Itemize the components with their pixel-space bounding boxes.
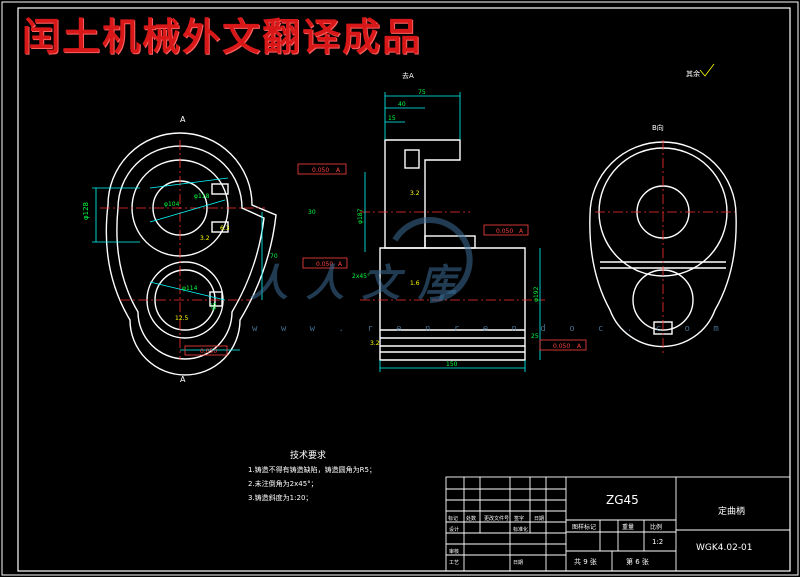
- middle-rough-1: 3.2: [410, 190, 420, 197]
- middle-title: 去A: [402, 71, 414, 80]
- title-std: 标准化: [513, 526, 528, 533]
- svg-text:0.050: 0.050: [553, 343, 570, 350]
- svg-text:A: A: [338, 261, 343, 268]
- left-dim-phi128: φ128: [82, 202, 90, 220]
- left-section-a-top: A: [180, 115, 186, 124]
- svg-text:A: A: [577, 343, 582, 350]
- roughness-note: 其余: [686, 69, 700, 78]
- left-dim-phi118: φ118: [194, 193, 210, 200]
- roughness-note-symbol: [699, 63, 715, 77]
- left-section-a-bottom: A: [180, 375, 186, 384]
- left-rough-2: 6.3: [220, 225, 230, 232]
- watermark-url: w w w . r e n r e n d o c . c o m: [252, 324, 728, 334]
- title-craft: 工艺: [449, 560, 459, 566]
- title-sheet-no: 第 6 张: [626, 557, 649, 566]
- svg-text:A: A: [519, 228, 524, 235]
- svg-text:0.050: 0.050: [312, 167, 329, 174]
- site-banner: 闰土机械外文翻译成品: [22, 15, 423, 59]
- rev-col-1: 标记: [448, 515, 458, 522]
- middle-top-body: [384, 139, 461, 249]
- title-date: 日期: [513, 560, 523, 566]
- left-rough-3: 12.5: [175, 315, 189, 322]
- right-view-title: B向: [652, 123, 664, 132]
- tech-req-title: 技术要求: [290, 449, 326, 461]
- middle-dim-15: 15: [388, 115, 396, 122]
- middle-dim-150: 150: [446, 361, 458, 368]
- middle-rough-2: 1.6: [410, 280, 420, 287]
- left-dim-phi104: φ104: [164, 201, 180, 208]
- middle-tol-frame-1: 0.050 A: [297, 163, 347, 175]
- left-rough-1: 3.2: [200, 235, 210, 242]
- tech-req-item-2: 2.未注倒角为2x45°；: [248, 479, 318, 488]
- middle-tol-frame-4: 0.050 A: [539, 339, 587, 351]
- title-sheet-total: 共 9 张: [574, 557, 597, 566]
- right-body-outline: [589, 141, 737, 348]
- title-scale-value: 1:2: [652, 538, 663, 546]
- rev-col-5: 日期: [534, 516, 544, 522]
- watermark-logo: [392, 217, 473, 303]
- title-scale-label: 比例: [650, 523, 662, 531]
- middle-dim-phi187: φ187: [357, 208, 364, 224]
- inner-frame: [17, 7, 791, 572]
- middle-dim-75: 75: [418, 89, 426, 96]
- rev-col-4: 签字: [514, 515, 524, 522]
- left-body-inner: [116, 145, 265, 360]
- title-material: ZG45: [606, 493, 639, 507]
- rev-col-3: 更改文件号: [484, 515, 509, 522]
- title-drawing-no: WGK4.02-01: [696, 543, 753, 553]
- left-dim-65: 65: [211, 302, 218, 310]
- middle-tol-frame-3: 0.050 A: [483, 224, 529, 236]
- left-view-dims: [92, 177, 263, 351]
- title-weight-label: 重量: [622, 523, 634, 531]
- left-key-slot-2: [211, 221, 229, 233]
- left-key-slot: [211, 183, 229, 195]
- title-block: [445, 476, 791, 572]
- left-view-centerlines: [100, 140, 265, 360]
- middle-dim-phi192: φ192: [533, 286, 540, 302]
- middle-dim-25: 25: [531, 333, 539, 340]
- middle-dim-chamfer: 2x45°: [352, 273, 370, 280]
- title-check: 审核: [449, 548, 459, 555]
- middle-key: [404, 149, 420, 169]
- left-tol-frame: 0.050: [184, 345, 228, 356]
- rev-col-2: 处数: [466, 515, 476, 522]
- middle-rough-3: 3.2: [370, 340, 380, 347]
- svg-text:A: A: [336, 167, 341, 174]
- middle-tol-frame-2: 0.050 A: [302, 257, 348, 269]
- middle-dim-40: 40: [398, 101, 406, 108]
- tech-req-item-3: 3.铸造斜度为1:20；: [248, 493, 312, 502]
- middle-step: [424, 235, 476, 249]
- right-view-centerlines: [595, 140, 735, 355]
- left-body-outline: [105, 132, 277, 376]
- middle-dim-30: 30: [308, 209, 316, 216]
- left-tol-value: 0.050: [200, 348, 217, 355]
- svg-text:0.050: 0.050: [496, 228, 513, 235]
- title-part-name: 定曲柄: [718, 505, 745, 517]
- watermark-text: 人人文库: [250, 261, 475, 305]
- left-dim-phi114: φ114: [182, 285, 198, 292]
- svg-text:0.050: 0.050: [316, 261, 333, 268]
- title-stage-label: 图样标记: [572, 523, 596, 531]
- left-dim-70: 70: [270, 253, 278, 260]
- title-design: 设计: [449, 526, 459, 533]
- middle-view-centerline: [360, 211, 545, 301]
- tech-req-item-1: 1.铸造不得有铸造缺陷，铸造圆角为R5；: [248, 465, 376, 474]
